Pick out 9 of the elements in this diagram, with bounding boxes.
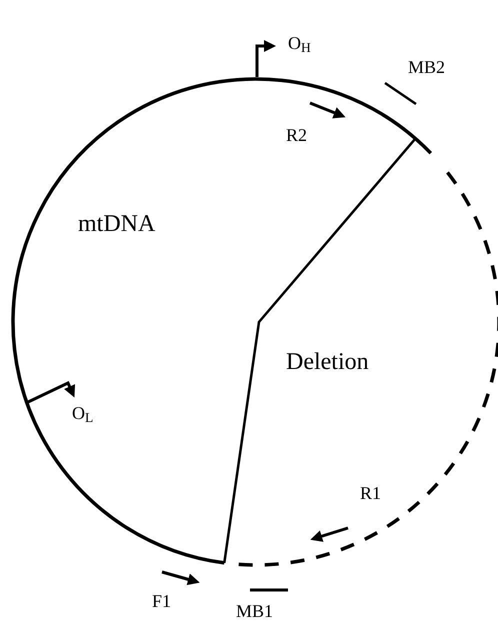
- primer-label: F1: [152, 592, 172, 610]
- primer-label: R1: [360, 484, 382, 502]
- probe-label: MB2: [408, 58, 446, 76]
- probe-label: MB1: [236, 602, 274, 620]
- origin-label: O$_{H}$: [288, 34, 311, 52]
- primer-label: R2: [286, 126, 308, 144]
- region-label: mtDNA: [78, 212, 156, 236]
- origin-label: O$_{L}$: [72, 404, 94, 422]
- region-label: Deletion: [286, 350, 369, 374]
